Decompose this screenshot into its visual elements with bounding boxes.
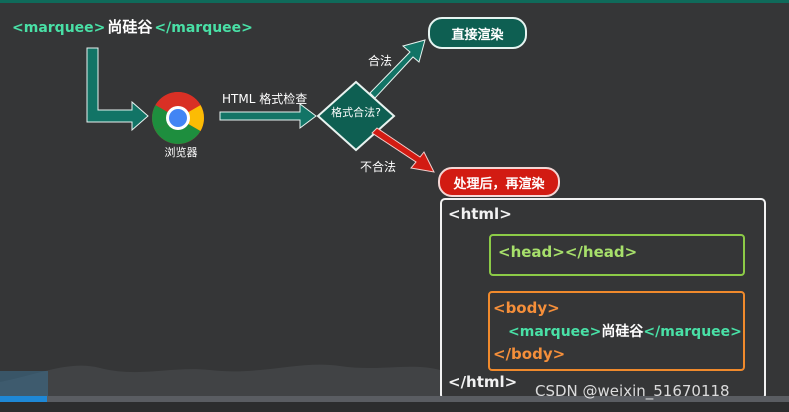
body-marquee-open: <marquee> — [508, 324, 602, 340]
bottom-strip — [0, 402, 789, 412]
body-marquee-text: 尚硅谷 — [601, 324, 644, 340]
html-close-tag: </html> — [448, 373, 518, 391]
html-open-tag: <html> — [448, 205, 512, 223]
body-close-tag: </body> — [493, 345, 566, 363]
invalid-arrow — [371, 127, 435, 173]
audio-waveform — [0, 364, 440, 396]
render-fixed-badge: 处理后，再渲染 — [438, 167, 560, 197]
browser-label: 浏览器 — [164, 146, 198, 159]
valid-arrow — [369, 39, 426, 99]
valid-label: 合法 — [368, 54, 393, 68]
title-to-browser-arrow — [86, 47, 149, 132]
decision-label: 格式合法? — [331, 106, 381, 119]
marquee-open-tag: <marquee> — [12, 20, 106, 36]
render-direct-badge: 直接渲染 — [428, 17, 527, 49]
body-marquee-line: <marquee>尚硅谷</marquee> — [508, 321, 742, 341]
body-box — [488, 291, 745, 371]
head-box — [489, 234, 745, 276]
body-marquee-close: </marquee> — [643, 324, 742, 340]
chrome-icon — [152, 92, 204, 144]
watermark: CSDN @weixin_51670118 — [535, 382, 730, 400]
video-progress-fill — [0, 396, 47, 402]
invalid-label: 不合法 — [360, 160, 397, 174]
body-open-tag: <body> — [493, 299, 560, 317]
progress-preview-thumb[interactable] — [0, 371, 48, 398]
video-progress-bar[interactable] — [0, 396, 789, 402]
top-accent-line — [0, 0, 789, 3]
marquee-close-tag: </marquee> — [154, 20, 253, 36]
head-line: <head></head> — [498, 243, 638, 261]
marquee-title: <marquee>尚硅谷</marquee> — [12, 16, 253, 37]
marquee-text: 尚硅谷 — [107, 18, 153, 36]
check-arrow — [219, 103, 317, 129]
check-label: HTML 格式检查 — [222, 92, 308, 106]
